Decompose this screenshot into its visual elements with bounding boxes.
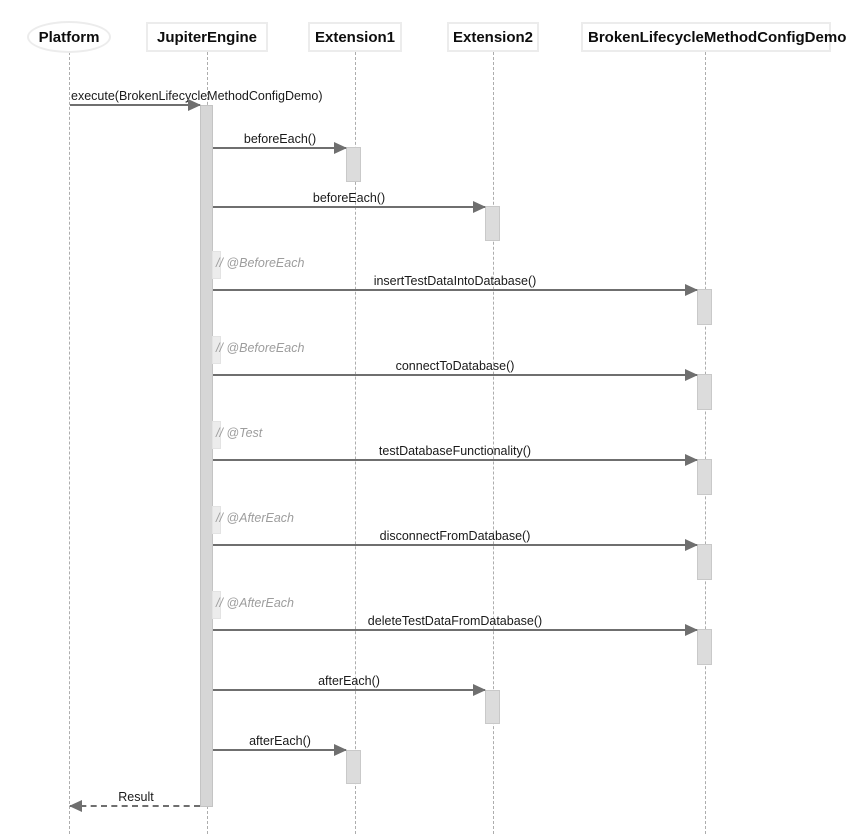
participant-extension2: Extension2 <box>447 22 539 52</box>
message-label-inserttestdata: insertTestDataIntoDatabase() <box>373 274 537 288</box>
arrowhead-right-icon <box>685 284 698 296</box>
message-label-aftereach-extension1: afterEach() <box>249 734 311 748</box>
lifeline-brokenlifecyclemethodconfigdemo <box>705 52 706 834</box>
activation-jupiterengine <box>200 105 213 807</box>
message-arrow-disconnectfromdatabase <box>213 539 698 551</box>
message-label-testdatabasefunctionality: testDatabaseFunctionality() <box>378 444 532 458</box>
activation-demo-disconnect <box>697 544 712 580</box>
participant-extension1-label: Extension1 <box>314 28 396 46</box>
arrowhead-left-icon <box>69 800 82 812</box>
arrowhead-right-icon <box>188 99 201 111</box>
lifeline-extension1 <box>355 52 356 834</box>
activation-nested-4 <box>212 506 221 534</box>
arrowhead-right-icon <box>334 744 347 756</box>
arrowhead-right-icon <box>473 201 486 213</box>
lifeline-platform <box>69 52 70 834</box>
comment-beforeeach-1: // @BeforeEach <box>216 256 305 270</box>
activation-demo-insert <box>697 289 712 325</box>
activation-nested-1 <box>212 251 221 279</box>
message-arrow-beforeeach-extension1 <box>213 142 347 154</box>
message-arrow-beforeeach-extension2 <box>213 201 486 213</box>
message-arrow-aftereach-extension1 <box>213 744 347 756</box>
message-label-disconnectfromdatabase: disconnectFromDatabase() <box>379 529 531 543</box>
arrowhead-right-icon <box>334 142 347 154</box>
activation-demo-delete <box>697 629 712 665</box>
message-arrow-deletetestdata <box>213 624 698 636</box>
arrowhead-right-icon <box>685 624 698 636</box>
comment-test: // @Test <box>216 426 263 440</box>
activation-extension2-beforeeach <box>485 206 500 241</box>
message-label-beforeeach-extension1: beforeEach() <box>243 132 317 146</box>
comment-beforeeach-2: // @BeforeEach <box>216 341 305 355</box>
participant-extension2-label: Extension2 <box>452 28 534 46</box>
arrowhead-right-icon <box>473 684 486 696</box>
message-label-deletetestdata: deleteTestDataFromDatabase() <box>367 614 543 628</box>
activation-demo-connect <box>697 374 712 410</box>
participant-extension1: Extension1 <box>308 22 402 52</box>
message-label-aftereach-extension2: afterEach() <box>318 674 380 688</box>
message-arrow-execute <box>70 99 201 111</box>
participant-jupiterengine-label: JupiterEngine <box>156 28 257 46</box>
message-label-execute: execute(BrokenLifecycleMethodConfigDemo) <box>71 89 323 103</box>
arrowhead-right-icon <box>685 454 698 466</box>
arrowhead-right-icon <box>685 539 698 551</box>
activation-nested-3 <box>212 421 221 449</box>
message-arrow-connecttodatabase <box>213 369 698 381</box>
activation-nested-2 <box>212 336 221 364</box>
lifeline-extension2 <box>493 52 494 834</box>
message-arrow-testdatabasefunctionality <box>213 454 698 466</box>
message-label-beforeeach-extension2: beforeEach() <box>312 191 386 205</box>
participant-platform-label: Platform <box>38 28 100 46</box>
activation-extension2-aftereach <box>485 690 500 724</box>
message-arrow-inserttestdata <box>213 284 698 296</box>
activation-nested-5 <box>212 591 221 619</box>
message-label-connecttodatabase: connectToDatabase() <box>395 359 515 373</box>
message-arrow-result <box>69 800 200 812</box>
message-arrow-aftereach-extension2 <box>213 684 486 696</box>
arrowhead-right-icon <box>685 369 698 381</box>
comment-aftereach-2: // @AfterEach <box>216 596 294 610</box>
activation-demo-test <box>697 459 712 495</box>
participant-brokenlifecyclemethodconfigdemo-label: BrokenLifecycleMethodConfigDemo <box>588 28 847 46</box>
activation-extension1-beforeeach <box>346 147 361 182</box>
comment-aftereach-1: // @AfterEach <box>216 511 294 525</box>
participant-brokenlifecyclemethodconfigdemo: BrokenLifecycleMethodConfigDemo <box>581 22 846 52</box>
participant-jupiterengine: JupiterEngine <box>146 22 268 52</box>
activation-extension1-aftereach <box>346 750 361 784</box>
message-label-result: Result <box>118 790 154 804</box>
participant-platform: Platform <box>27 21 111 53</box>
